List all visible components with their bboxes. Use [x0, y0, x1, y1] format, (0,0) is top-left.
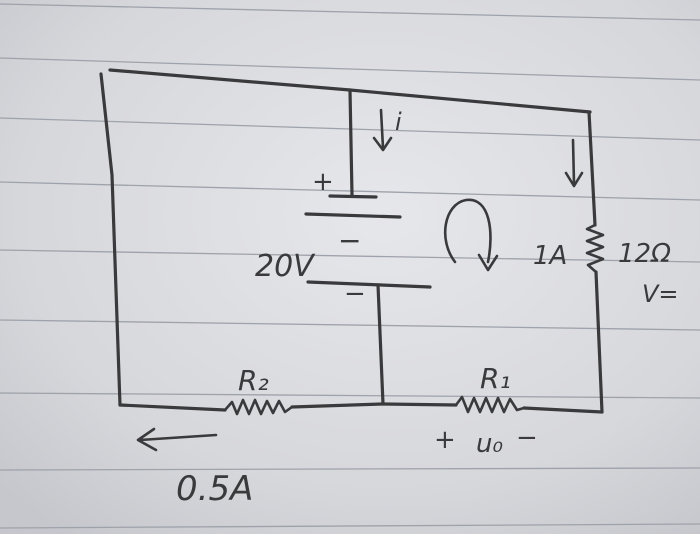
annotations — [136, 108, 584, 452]
resistor-r1 — [454, 395, 526, 414]
current-i-arrow — [379, 108, 385, 150]
source-plate-bottom — [306, 280, 432, 289]
label-minus-mid: − — [338, 224, 361, 257]
label-v-equals: V= — [642, 280, 679, 308]
bottom-left-wire — [118, 403, 227, 412]
label-r2: R₂ — [238, 364, 269, 397]
rule-line — [0, 467, 700, 471]
current-05a-arrow — [138, 433, 218, 442]
label-current-i: i — [395, 108, 402, 136]
source-lead-top — [348, 88, 354, 197]
rule-line — [0, 57, 700, 81]
resistor-12-ohm — [585, 223, 605, 274]
label-minus-low: − — [344, 279, 366, 309]
right-branch-arrowhead — [564, 171, 584, 188]
current-05a-arrowhead — [136, 427, 158, 452]
label-source-voltage: 20V — [255, 249, 316, 284]
current-i-arrowhead — [372, 136, 393, 152]
source-plate-long — [304, 212, 402, 219]
bottom-right-wire — [522, 406, 604, 414]
source-lead-bottom — [376, 283, 385, 406]
mesh-loop-arrowhead — [477, 253, 499, 272]
label-u0-plus: + — [434, 425, 456, 455]
rule-line — [0, 3, 700, 21]
source-plate-short — [328, 194, 378, 199]
resistor-r2 — [223, 398, 294, 416]
rule-line — [0, 523, 700, 529]
label-r1: R₁ — [480, 362, 511, 395]
right-branch-arrow — [571, 138, 576, 186]
left-wire — [99, 72, 122, 407]
label-resistor-12: 12Ω — [618, 239, 671, 269]
rule-line — [0, 392, 700, 399]
mesh-loop-arrow — [443, 198, 492, 264]
label-plus-top: + — [312, 167, 334, 197]
label-u0: u₀ — [476, 429, 503, 459]
rule-line — [0, 249, 700, 263]
labels: i + − 20V − 1A 12Ω V= R₂ R₁ + u₀ − 0.5A — [176, 108, 679, 509]
right-wire-upper — [587, 110, 597, 227]
right-wire-lower — [594, 270, 604, 414]
label-current-1a: 1A — [533, 241, 567, 271]
resistors — [223, 223, 605, 416]
circuit-wires — [99, 68, 604, 414]
label-current-05a: 0.5A — [176, 469, 253, 509]
voltage-source — [304, 194, 432, 289]
label-u0-minus: − — [516, 423, 538, 453]
rule-line — [0, 181, 700, 201]
